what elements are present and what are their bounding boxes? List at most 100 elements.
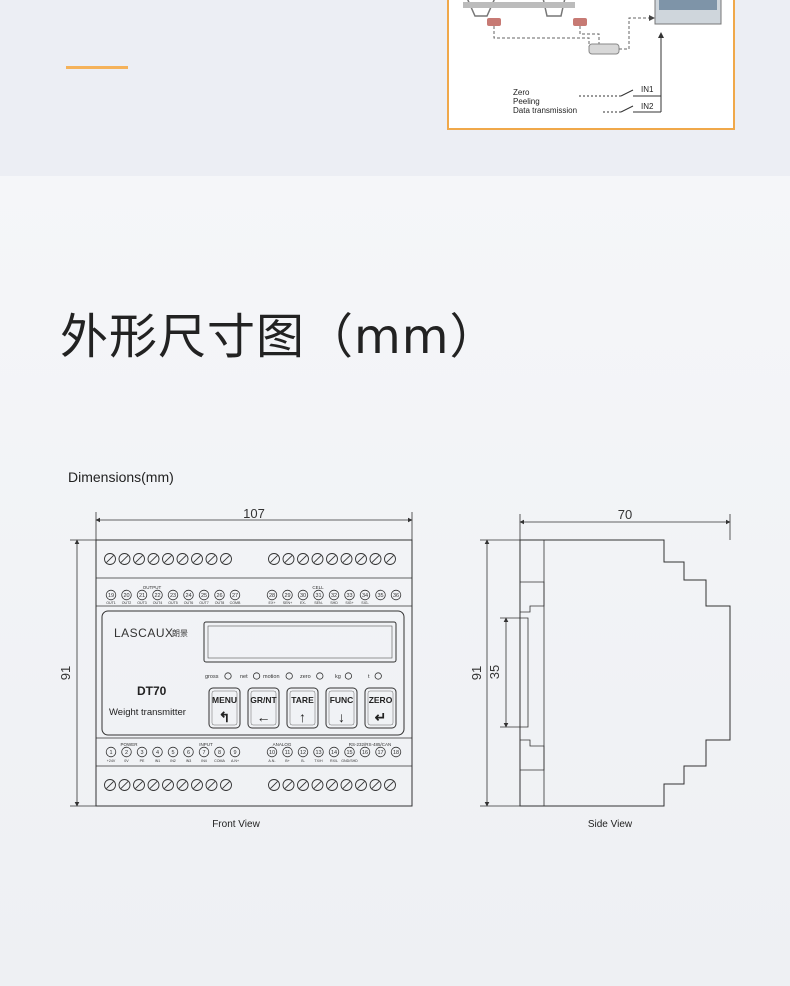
terminal-number: 36 <box>393 593 399 599</box>
svg-text:t: t <box>368 674 370 680</box>
terminal-number-circle <box>121 589 132 601</box>
terminal-number-circle <box>136 746 148 758</box>
cable-left <box>493 26 590 48</box>
terminal-number: 6 <box>187 750 190 756</box>
terminal-number-circle <box>297 746 309 758</box>
terminal-screw <box>340 553 353 565</box>
key-tare[interactable]: TARE↑ <box>286 687 319 729</box>
terminal-signal-label: TX/H <box>314 759 323 763</box>
terminal-screw <box>369 779 382 791</box>
terminal-number: 31 <box>315 593 321 599</box>
key-grnt[interactable]: GR/NT← <box>247 687 280 729</box>
terminal-signal-label: 0V <box>124 759 129 763</box>
terminal-number: 11 <box>285 750 291 756</box>
input-arrow-up <box>658 32 664 38</box>
terminal-number-circle <box>229 589 241 601</box>
terminal-number-circle <box>390 589 402 601</box>
terminal-number: 22 <box>154 593 160 599</box>
terminal-signal-label: IN4 <box>201 759 207 763</box>
terminal-screw <box>311 779 324 791</box>
terminal-screw <box>326 553 338 565</box>
brand-logo-cn: 朗景 <box>172 628 188 638</box>
terminal-number: 19 <box>108 593 114 599</box>
indicator-gross: gross <box>205 672 232 680</box>
terminal-number-circle <box>136 589 148 601</box>
key-label: MENU <box>212 695 237 705</box>
side-height-value: 91 <box>469 666 484 680</box>
terminal-screw <box>176 553 189 565</box>
terminal-screw <box>384 553 396 565</box>
svg-text:motion: motion <box>263 674 280 680</box>
arrow-to-device <box>649 15 655 21</box>
terminal-number: 28 <box>269 593 275 599</box>
terminal-number: 18 <box>393 750 399 756</box>
indicator-motion: motion <box>263 672 293 680</box>
terminal-screw <box>104 553 116 565</box>
terminal-screw <box>133 553 145 565</box>
terminal-screw <box>205 779 218 791</box>
terminal-signal-label: SEN+ <box>283 601 293 605</box>
switch-in1 <box>620 89 634 97</box>
sensor-right <box>573 18 587 26</box>
terminal-number-circle <box>183 589 194 601</box>
terminal-screw <box>147 553 160 565</box>
terminal-number-circle <box>390 746 402 758</box>
terminal-number: 30 <box>300 593 306 599</box>
terminal-signal-label: OUT6 <box>184 601 194 605</box>
terminal-signal-label: OUT2 <box>122 601 132 605</box>
front-height-value: 91 <box>58 666 73 680</box>
terminal-screw <box>326 779 338 791</box>
terminal-signal-label: EX- <box>300 601 307 605</box>
group-cell: CELL <box>312 585 324 590</box>
label-in1: IN1 <box>641 85 654 94</box>
terminal-number-circle <box>214 746 225 758</box>
indicator-kg: kg <box>335 672 352 680</box>
key-zero[interactable]: ZERO↵ <box>364 687 397 729</box>
label-zero: Zero <box>513 88 530 97</box>
terminal-signal-label: B+ <box>285 759 290 763</box>
group-output: OUTPUT <box>143 585 162 590</box>
terminal-number: 24 <box>185 593 191 599</box>
cable-to-device <box>619 17 649 50</box>
terminal-screw <box>133 779 145 791</box>
terminal-signal-label: OUT3 <box>137 601 147 605</box>
terminal-number-circle <box>121 746 132 758</box>
terminal-number-circle <box>344 589 355 601</box>
wiring-diagram-card: IN1 IN2 Zero Peeling Data transmission <box>447 0 735 130</box>
brand-logo: LASCAUX <box>114 626 174 640</box>
indicator-led <box>374 672 382 680</box>
terminal-number-circle <box>266 746 278 758</box>
drawing-heading: Dimensions(mm) <box>68 469 174 485</box>
terminal-number-circle <box>152 589 163 601</box>
terminal-screw <box>340 779 353 791</box>
load-cell-beam <box>463 2 575 8</box>
terminal-screw <box>191 553 203 565</box>
key-arrow-icon: ↓ <box>338 709 345 725</box>
key-label: FUNC <box>330 695 354 705</box>
terminal-number-circle <box>266 589 278 601</box>
rail-value: 35 <box>487 665 502 679</box>
terminal-screw <box>311 553 324 565</box>
key-func[interactable]: FUNC ↓ <box>325 687 358 729</box>
top-terminal-screws <box>104 553 396 565</box>
key-arrow-icon: ↑ <box>299 709 306 725</box>
cable-right <box>579 26 600 46</box>
key-menu[interactable]: MENU↰ <box>208 687 241 729</box>
indicator-led <box>344 672 352 680</box>
label-data-transmission: Data transmission <box>513 106 577 115</box>
terminal-screw <box>369 553 382 565</box>
terminal-number-circle <box>198 589 210 601</box>
indicator-led <box>224 672 232 680</box>
indicator-led <box>253 672 261 680</box>
front-width-value: 107 <box>243 506 265 521</box>
terminal-number: 29 <box>284 593 290 599</box>
terminal-number: 4 <box>156 750 159 756</box>
terminal-number-circle <box>313 746 324 758</box>
terminal-number: 9 <box>233 750 236 756</box>
terminal-signal-label: EX+ <box>269 601 276 605</box>
terminal-screw <box>205 553 218 565</box>
terminal-number: 13 <box>315 750 321 756</box>
